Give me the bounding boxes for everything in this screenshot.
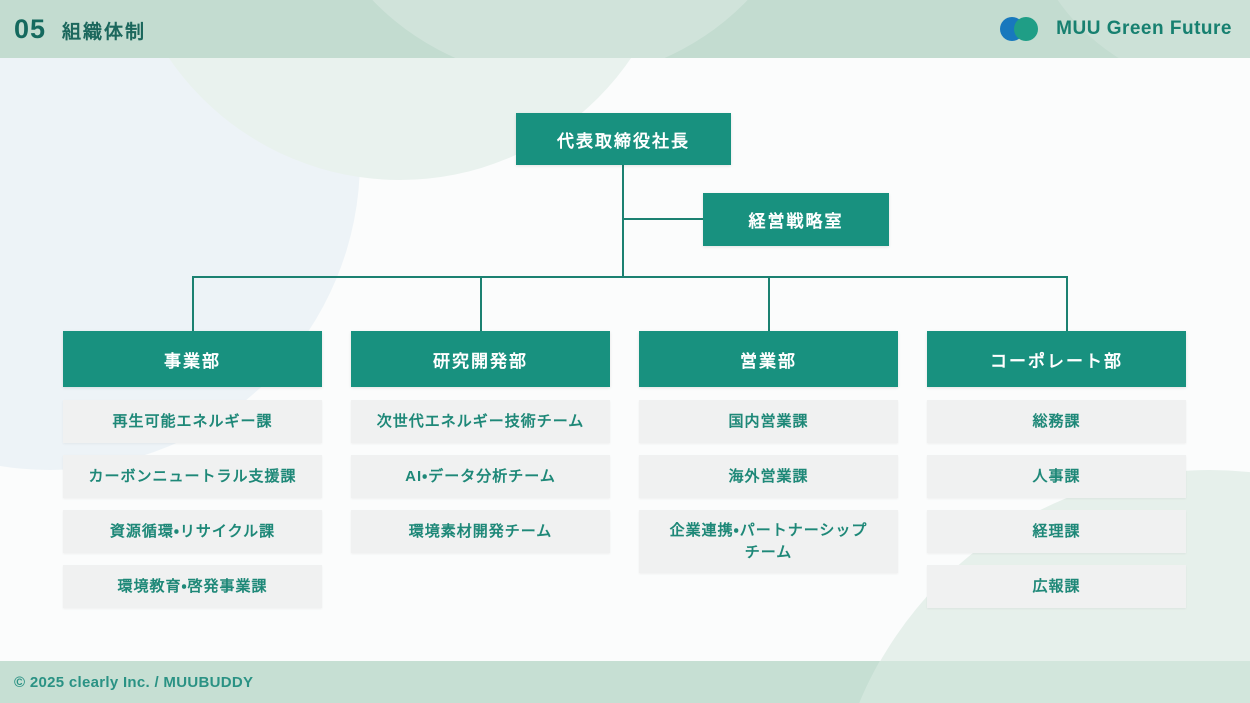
org-unit-label: 国内営業課 [728, 412, 809, 430]
dept-column-rnd: 研究開発部 次世代エネルギー技術チーム AI・データ分析チーム 環境素材開発チー… [351, 331, 610, 565]
org-unit: 資源循環・リサイクル課 [63, 510, 322, 553]
page-number: 05 [14, 13, 47, 44]
brand: MUU Green Future [1000, 16, 1232, 42]
org-unit-label: カーボンニュートラル支援課 [88, 467, 297, 485]
org-node-ceo: 代表取締役社長 [516, 113, 731, 165]
org-unit: 総務課 [927, 400, 1186, 443]
org-unit: 再生可能エネルギー課 [63, 400, 322, 443]
org-unit-label: 企業連携・パートナーシップチーム [669, 521, 868, 561]
brand-logo-icon [1000, 16, 1046, 42]
page-title-group: 05 組織体制 [14, 14, 146, 45]
org-unit: 次世代エネルギー技術チーム [351, 400, 610, 443]
org-unit: 海外営業課 [639, 455, 898, 498]
org-unit: 国内営業課 [639, 400, 898, 443]
org-unit: 広報課 [927, 565, 1186, 608]
connector-to-strategy [622, 218, 704, 220]
org-unit-label: 環境教育・啓発事業課 [117, 577, 268, 595]
logo-circle-teal-icon [1014, 17, 1039, 41]
dept-column-corporate: コーポレート部 総務課 人事課 経理課 広報課 [927, 331, 1186, 620]
org-unit-label: 次世代エネルギー技術チーム [376, 412, 585, 430]
org-unit-label: 海外営業課 [728, 467, 809, 485]
org-unit-label: AI・データ分析チーム [405, 467, 556, 485]
connector-drop-dept-2 [480, 276, 482, 331]
org-unit: 企業連携・パートナーシップチーム [639, 510, 898, 573]
dept-header: 研究開発部 [351, 331, 610, 387]
org-node-strategy-office: 経営戦略室 [703, 193, 889, 246]
org-unit: カーボンニュートラル支援課 [63, 455, 322, 498]
dept-column-sales: 営業部 国内営業課 海外営業課 企業連携・パートナーシップチーム [639, 331, 898, 585]
header-bar: 05 組織体制 MUU Green Future [0, 0, 1250, 58]
org-unit-label: 再生可能エネルギー課 [112, 412, 273, 430]
org-unit-label: 人事課 [1032, 467, 1081, 485]
org-unit: 環境教育・啓発事業課 [63, 565, 322, 608]
org-unit: AI・データ分析チーム [351, 455, 610, 498]
org-unit-label: 環境素材開発チーム [408, 522, 553, 540]
connector-root-vertical [622, 165, 624, 277]
org-unit-label: 総務課 [1032, 412, 1081, 430]
org-unit: 経理課 [927, 510, 1186, 553]
connector-main-horizontal [192, 276, 1068, 278]
connector-drop-dept-1 [192, 276, 194, 331]
brand-name: MUU Green Future [1056, 18, 1232, 39]
connector-drop-dept-4 [1066, 276, 1068, 331]
dept-header: 営業部 [639, 331, 898, 387]
org-unit: 人事課 [927, 455, 1186, 498]
dept-header: 事業部 [63, 331, 322, 387]
org-unit-label: 資源循環・リサイクル課 [109, 522, 276, 540]
footer-bar: © 2025 clearly Inc. / MUUBUDDY [0, 661, 1250, 703]
org-unit-label: 広報課 [1032, 577, 1081, 595]
connector-drop-dept-3 [768, 276, 770, 331]
org-unit: 環境素材開発チーム [351, 510, 610, 553]
copyright-text: © 2025 clearly Inc. / MUUBUDDY [14, 673, 254, 691]
dept-column-business: 事業部 再生可能エネルギー課 カーボンニュートラル支援課 資源循環・リサイクル課… [63, 331, 322, 620]
org-unit-label: 経理課 [1032, 522, 1081, 540]
page-title: 組織体制 [62, 21, 147, 43]
dept-header: コーポレート部 [927, 331, 1186, 387]
